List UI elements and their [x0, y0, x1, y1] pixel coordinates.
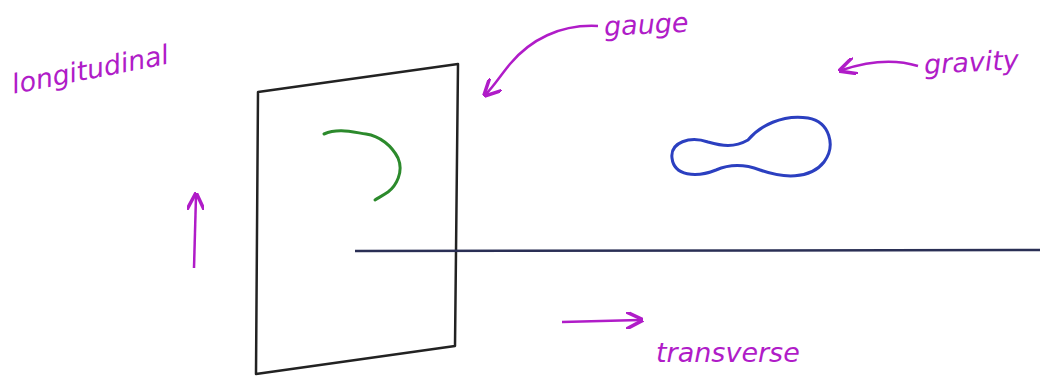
closed-string	[672, 117, 830, 176]
open-string	[324, 131, 400, 200]
gravity-leader	[842, 62, 918, 70]
brane-plane	[256, 64, 458, 374]
longitudinal-arrow	[194, 196, 196, 268]
callout-label: gravity	[923, 46, 1019, 78]
axis-label: longitudinal	[9, 40, 171, 97]
axis-label: transverse	[656, 339, 800, 366]
callout-label: gauge	[603, 8, 689, 39]
axis-line	[355, 250, 1040, 251]
transverse-arrow	[562, 320, 640, 322]
gauge-leader	[486, 26, 598, 94]
